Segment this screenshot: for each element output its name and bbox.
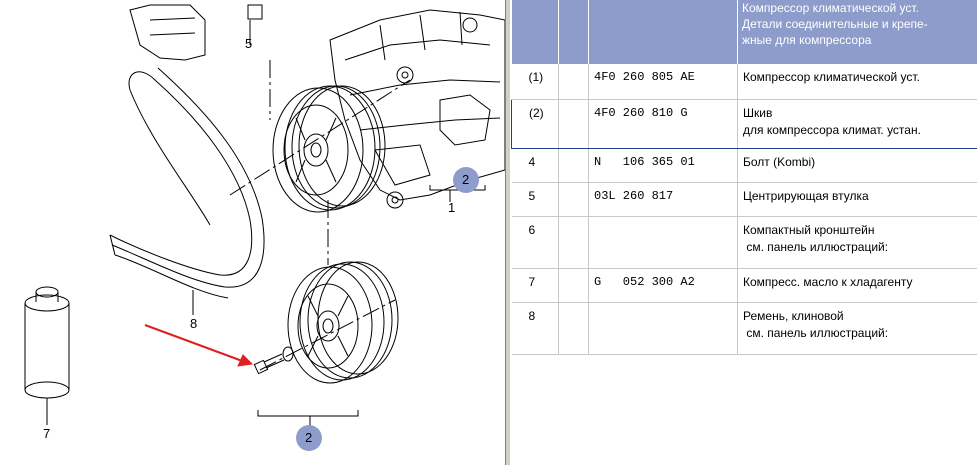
callout-2-bottom[interactable]: 2 xyxy=(305,430,312,445)
header-desc-line: жные для компрессора xyxy=(742,32,973,48)
row-position: 4 xyxy=(512,148,559,182)
parts-table: Компрессор климатической уст. Детали сое… xyxy=(511,0,977,355)
row-description-line: Компресс. масло к хладагенту xyxy=(743,274,973,291)
callout-7[interactable]: 7 xyxy=(43,426,50,441)
row-blank xyxy=(559,182,589,216)
callout-5[interactable]: 5 xyxy=(245,36,252,51)
pulley-top-drawing xyxy=(273,86,385,212)
row-description-line: Шкив xyxy=(743,105,973,122)
parts-table-header: Компрессор климатической уст. Детали сое… xyxy=(512,0,977,64)
row-position: 6 xyxy=(512,216,559,268)
row-description: Центрирующая втулка xyxy=(738,182,977,216)
oil-can-drawing xyxy=(25,287,69,398)
row-description: Ремень, клиновой см. панель иллюстраций: xyxy=(738,302,977,354)
row-part-number xyxy=(589,302,738,354)
row-position: (2) xyxy=(512,99,559,148)
row-description: Компресс. масло к хладагенту xyxy=(738,268,977,302)
row-description-line: см. панель иллюстраций: xyxy=(743,239,973,256)
table-row[interactable]: 7 G 052 300 A2 Компресс. масло к хладагент… xyxy=(512,268,977,302)
row-description-line: Ремень, клиновой xyxy=(743,308,973,325)
table-row[interactable]: 5 03L 260 817 Центрирующая втулка xyxy=(512,182,977,216)
row-part-number: 4F0 260 805 AE xyxy=(589,64,738,99)
centre-lines xyxy=(230,60,410,370)
row-part-number xyxy=(589,216,738,268)
row-part-number: 4F0 260 810 G xyxy=(589,99,738,148)
row-position: 8 xyxy=(512,302,559,354)
row-position: 7 xyxy=(512,268,559,302)
row-description: Компактный кронштейн см. панель иллюстра… xyxy=(738,216,977,268)
row-blank xyxy=(559,302,589,354)
row-description-line: см. панель иллюстраций: xyxy=(743,325,973,342)
row-position: 5 xyxy=(512,182,559,216)
row-position: (1) xyxy=(512,64,559,99)
row-part-number: N 106 365 01 xyxy=(589,148,738,182)
row-part-number: G 052 300 A2 xyxy=(589,268,738,302)
row-blank xyxy=(559,216,589,268)
row-blank xyxy=(559,148,589,182)
row-description-line: Болт (Kombi) xyxy=(743,154,973,171)
row-blank xyxy=(559,64,589,99)
header-desc-line: Детали соединительные и крепе- xyxy=(742,16,973,32)
row-description-line: Компактный кронштейн xyxy=(743,222,973,239)
parts-diagram xyxy=(0,0,505,465)
row-description: Болт (Kombi) xyxy=(738,148,977,182)
callout-2-top[interactable]: 2 xyxy=(462,172,469,187)
table-row[interactable]: (1) 4F0 260 805 AE Компрессор климатическо… xyxy=(512,64,977,99)
belt-drawing xyxy=(110,68,264,298)
row-description-line: для компрессора климат. устан. xyxy=(743,122,973,139)
callout-1[interactable]: 1 xyxy=(448,200,455,215)
highlight-arrow xyxy=(145,325,252,366)
row-description: Компрессор климатической уст. xyxy=(738,64,977,99)
pulley-bottom-drawing xyxy=(288,262,398,383)
bracket-drawing xyxy=(130,5,262,60)
header-pos xyxy=(512,0,559,64)
header-part xyxy=(589,0,738,64)
parts-list-panel: Компрессор климатической уст. Детали сое… xyxy=(511,0,977,465)
row-part-number: 03L 260 817 xyxy=(589,182,738,216)
table-row[interactable]: 4 N 106 365 01 Болт (Kombi) xyxy=(512,148,977,182)
table-row[interactable]: 8 Ремень, клиновой см. панель иллюстраций… xyxy=(512,302,977,354)
header-desc-line: Компрессор климатической уст. xyxy=(742,0,973,16)
row-blank xyxy=(559,268,589,302)
header-blank xyxy=(559,0,589,64)
row-description-line: Компрессор климатической уст. xyxy=(743,69,973,86)
table-row[interactable]: 6 Компактный кронштейн см. панель иллюстр… xyxy=(512,216,977,268)
row-description-line: Центрирующая втулка xyxy=(743,188,973,205)
illustration-panel[interactable]: 5 1 8 7 2 2 xyxy=(0,0,505,465)
callout-8[interactable]: 8 xyxy=(190,316,197,331)
header-description: Компрессор климатической уст. Детали сое… xyxy=(738,0,977,64)
row-blank xyxy=(559,99,589,148)
